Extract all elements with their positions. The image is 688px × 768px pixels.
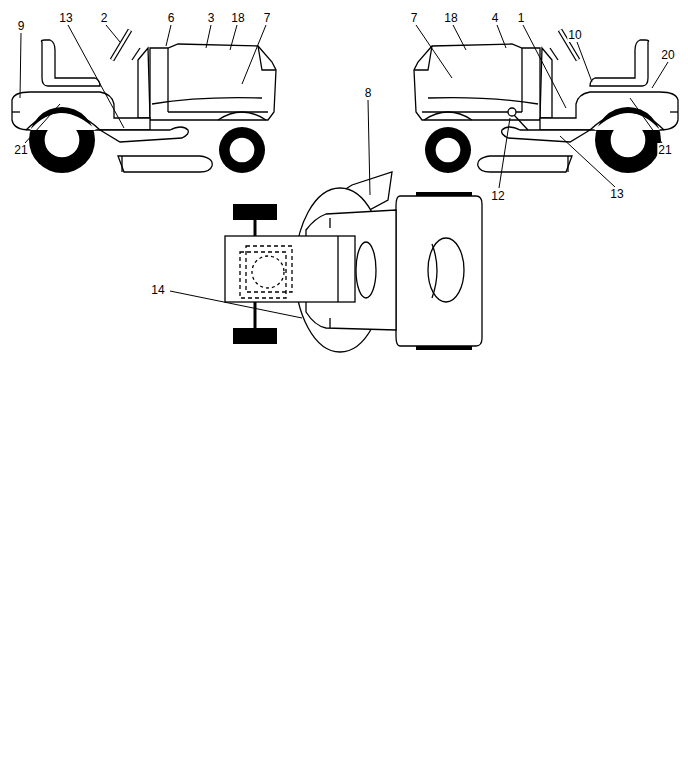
callout-number: 18 [443, 11, 458, 25]
callout-number: 6 [167, 11, 176, 25]
callout-number: 4 [491, 11, 500, 25]
callout-number: 8 [364, 86, 373, 100]
callout-number: 10 [567, 28, 582, 42]
callout-number: 21 [657, 143, 672, 157]
callout-number: 13 [58, 11, 73, 25]
top-view [225, 172, 482, 352]
left-side-view [12, 30, 276, 173]
callout-number: 13 [609, 187, 624, 201]
callout-number: 3 [207, 11, 216, 25]
callout-number: 14 [150, 283, 165, 297]
callout-number: 7 [263, 11, 272, 25]
callout-number: 2 [100, 11, 109, 25]
callout-number: 9 [17, 19, 26, 33]
callout-number: 7 [410, 11, 419, 25]
callout-number: 12 [490, 189, 505, 203]
callout-number: 1 [517, 11, 526, 25]
callout-number: 18 [230, 11, 245, 25]
callout-number: 21 [13, 143, 28, 157]
right-side-view [414, 30, 678, 173]
leader-lines [20, 25, 668, 318]
callout-number: 20 [660, 48, 675, 62]
lever [508, 108, 528, 130]
